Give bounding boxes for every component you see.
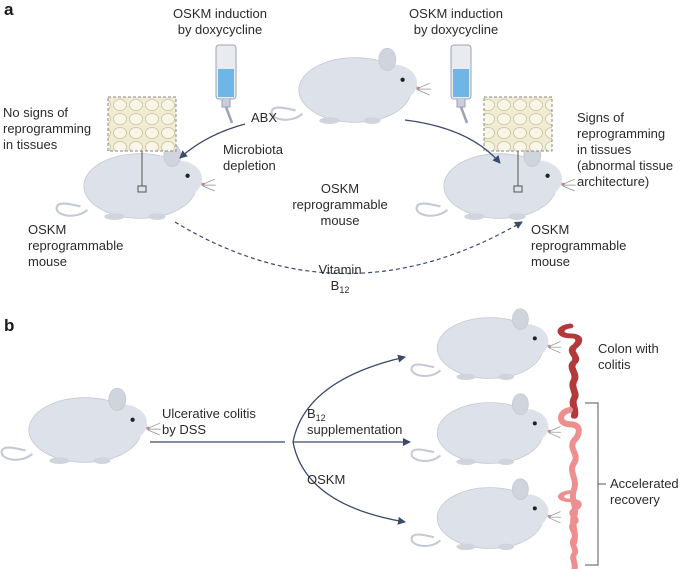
right-dropper-label: OSKM induction by doxycycline <box>409 6 503 37</box>
recovery-bracket <box>585 402 599 566</box>
vitamin-b12-label: Vitamin B12 <box>318 262 362 295</box>
dss-mouse-icon <box>0 387 162 466</box>
right-water-bottle-icon <box>449 43 473 125</box>
left-water-bottle-icon <box>214 43 238 125</box>
b12-mouse-icon <box>410 392 563 467</box>
right-mouse-label: OSKM reprogrammable mouse <box>531 222 627 269</box>
left-mouse-label: OSKM reprogrammable mouse <box>28 222 124 269</box>
left-mouse-icon <box>55 143 217 222</box>
colon-with-colitis-label: Colon with colitis <box>598 341 659 372</box>
left-dropper-label: OSKM induction by doxycycline <box>173 6 267 37</box>
center-mouse-icon <box>270 47 432 126</box>
signs-label: Signs of reprogramming in tissues (abnor… <box>577 110 674 189</box>
colitis-arrow <box>292 354 406 443</box>
right-tissue-inset <box>483 96 553 152</box>
right-mouse-icon <box>415 143 577 222</box>
center-mouse-label: OSKM reprogrammable mouse <box>292 181 388 228</box>
vitamin-b12-arrow <box>174 221 523 275</box>
microbiota-depletion-label: Microbiota depletion <box>223 142 283 173</box>
inflamed-colon-icon <box>561 326 579 417</box>
healthy-colon-icon-2 <box>561 492 579 569</box>
doxycycline-arrow <box>404 119 501 164</box>
colitis-mouse-icon <box>410 307 563 382</box>
no-signs-label: No signs of reprogramming in tissues <box>3 105 92 152</box>
left-tissue-inset <box>107 96 177 152</box>
b12-supplementation-label: B12 supplementation <box>307 406 403 437</box>
oskm-mouse-icon <box>410 477 563 552</box>
oskm-label: OSKM <box>307 472 346 487</box>
panel-a-label: a <box>4 0 14 19</box>
abx-arrow <box>179 123 246 159</box>
ulcerative-colitis-label: Ulcerative colitis by DSS <box>162 406 256 437</box>
oskm-arrow <box>292 441 406 525</box>
panel-b-label: b <box>4 316 15 335</box>
accelerated-recovery-label: Accelerated recovery <box>610 476 679 507</box>
abx-label: ABX <box>251 110 278 125</box>
